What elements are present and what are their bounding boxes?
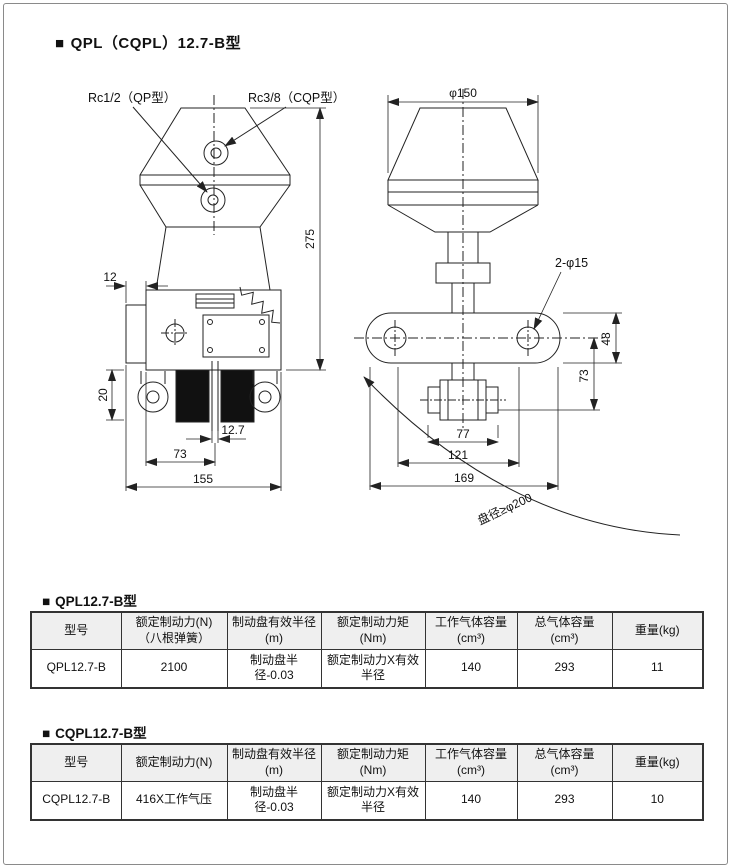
cqpl-cell-force: 416X工作气压 (120, 780, 228, 821)
disc-diameter-note: 盘径≥φ200 (475, 489, 535, 527)
qpl-cell-working-volume: 140 (424, 648, 518, 689)
dim-label-73-side: 73 (577, 369, 591, 383)
cqpl-spec-table: 型号 额定制动力(N) 制动盘有效半径(m) 额定制动力矩(Nm) 工作气体容量… (30, 743, 704, 821)
front-view (125, 95, 291, 431)
bullet-square-icon: ■ (42, 594, 51, 609)
cqpl-cell-working-volume: 140 (424, 780, 518, 821)
qpl-cell-torque: 额定制动力X有效半径 (320, 648, 426, 689)
dim-label-48: 48 (599, 332, 613, 346)
page-title-text: QPL（CQPL）12.7-B型 (70, 35, 242, 52)
side-view (354, 89, 681, 536)
bullet-square-icon: ■ (42, 726, 51, 741)
dim-label-275: 275 (303, 229, 317, 249)
cqpl-header-working-volume: 工作气体容量(cm³) (424, 743, 518, 782)
cqpl-header-total-volume: 总气体容量(cm³) (516, 743, 613, 782)
qpl-header-model: 型号 (30, 611, 122, 650)
holes-label-2phi15: 2-φ15 (555, 256, 588, 270)
cqpl-header-force: 额定制动力(N) (120, 743, 228, 782)
cqpl-table-title: ■ CQPL12.7-B型 (42, 722, 147, 742)
page-title: ■ QPL（CQPL）12.7-B型 (55, 32, 241, 53)
qpl-data-row: QPL12.7-B 2100 制动盘半径-0.03 额定制动力X有效半径 140… (30, 648, 704, 689)
cqpl-header-torque: 额定制动力矩(Nm) (320, 743, 426, 782)
cqpl-cell-torque: 额定制动力X有效半径 (320, 780, 426, 821)
cqpl-data-row: CQPL12.7-B 416X工作气压 制动盘半径-0.03 额定制动力X有效半… (30, 780, 704, 821)
cqpl-header-model: 型号 (30, 743, 122, 782)
dim-label-155: 155 (193, 472, 213, 486)
qpl-cell-radius: 制动盘半径-0.03 (226, 648, 322, 689)
qpl-table-title: ■ QPL12.7-B型 (42, 590, 137, 610)
qpl-table-title-text: QPL12.7-B型 (55, 594, 137, 609)
cqpl-cell-weight: 10 (611, 780, 704, 821)
qpl-header-torque: 额定制动力矩(Nm) (320, 611, 426, 650)
technical-drawing: Rc1/2（QP型） Rc3/8（CQP型） 12 275 20 12.7 73… (88, 86, 681, 536)
qpl-header-row: 型号 额定制动力(N)（八根弹簧） 制动盘有效半径(m) 额定制动力矩(Nm) … (30, 611, 704, 650)
qpl-cell-force: 2100 (120, 648, 228, 689)
dim-label-12: 12 (103, 270, 117, 284)
cqpl-header-radius: 制动盘有效半径(m) (226, 743, 322, 782)
cqpl-header-weight: 重量(kg) (611, 743, 704, 782)
dim-label-121: 121 (448, 448, 468, 462)
front-view-dimensions (106, 107, 326, 491)
qpl-header-force: 额定制动力(N)（八根弹簧） (120, 611, 228, 650)
dim-label-73-front: 73 (173, 447, 187, 461)
qpl-spec-table: 型号 额定制动力(N)（八根弹簧） 制动盘有效半径(m) 额定制动力矩(Nm) … (30, 611, 704, 689)
cqpl-header-row: 型号 额定制动力(N) 制动盘有效半径(m) 额定制动力矩(Nm) 工作气体容量… (30, 743, 704, 782)
qpl-header-weight: 重量(kg) (611, 611, 704, 650)
cqpl-table-title-text: CQPL12.7-B型 (55, 726, 147, 741)
dim-label-77: 77 (456, 427, 470, 441)
cqpl-cell-radius: 制动盘半径-0.03 (226, 780, 322, 821)
cqpl-cell-model: CQPL12.7-B (30, 780, 122, 821)
qpl-cell-total-volume: 293 (516, 648, 613, 689)
qpl-header-radius: 制动盘有效半径(m) (226, 611, 322, 650)
bullet-square-icon: ■ (55, 35, 65, 52)
cqpl-cell-total-volume: 293 (516, 780, 613, 821)
dim-label-phi150: φ150 (449, 86, 477, 100)
port-label-qp: Rc1/2（QP型） (88, 91, 176, 105)
qpl-cell-model: QPL12.7-B (30, 648, 122, 689)
qpl-cell-weight: 11 (611, 648, 704, 689)
dim-label-12-7: 12.7 (221, 423, 245, 437)
side-view-dimensions (369, 95, 622, 490)
qpl-header-working-volume: 工作气体容量(cm³) (424, 611, 518, 650)
dim-label-20: 20 (96, 388, 110, 402)
dim-label-169: 169 (454, 471, 474, 485)
qpl-header-total-volume: 总气体容量(cm³) (516, 611, 613, 650)
port-label-cqp: Rc3/8（CQP型） (248, 91, 345, 105)
drawing-area: Rc1/2（QP型） Rc3/8（CQP型） 12 275 20 12.7 73… (28, 75, 703, 583)
